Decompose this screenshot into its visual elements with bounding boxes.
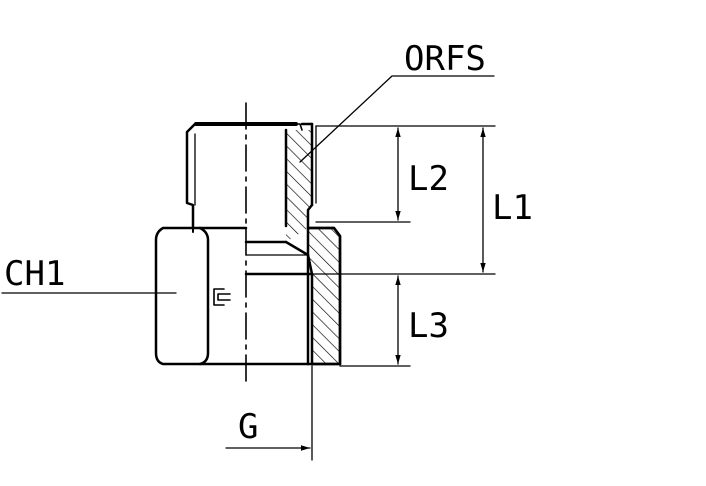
upper-thread-body	[185, 122, 317, 242]
extension-lines	[311, 125, 496, 461]
orfs-label: ORFS	[404, 39, 486, 79]
orfs-leader	[299, 75, 495, 163]
l1-label: L1	[492, 188, 533, 228]
l3-label: L3	[408, 306, 449, 346]
l2-label: L2	[408, 159, 449, 199]
ch1-label: CH1	[4, 254, 65, 294]
g-label: G	[238, 407, 258, 447]
lower-hex-body	[154, 226, 342, 366]
